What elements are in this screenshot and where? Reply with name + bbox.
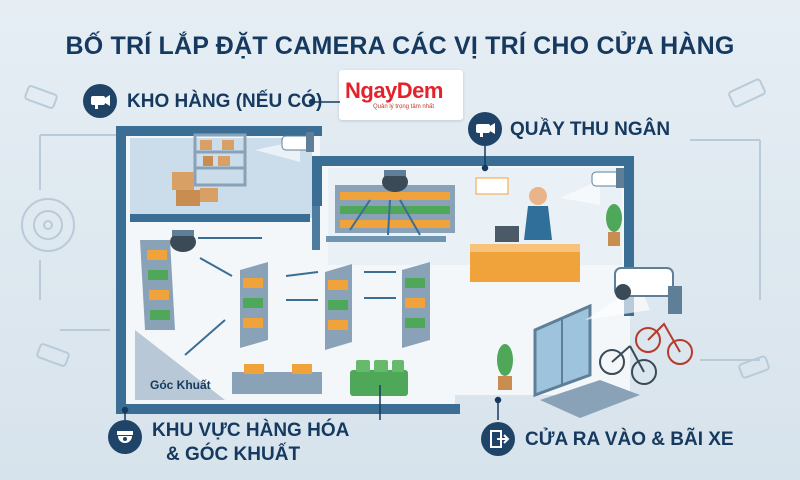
shelf-unit <box>240 262 268 348</box>
warehouse-label: KHO HÀNG (NẾU CÓ) <box>127 91 323 112</box>
dome-camera-icon <box>117 431 133 443</box>
entrance-door <box>533 303 640 418</box>
large-wall-camera <box>585 267 682 320</box>
display-counter <box>232 364 322 394</box>
warehouse-badge <box>83 84 117 118</box>
shelf-unit <box>402 262 430 348</box>
plant <box>497 344 513 390</box>
wall-camera <box>255 132 314 162</box>
camera-icon <box>91 95 110 109</box>
shelf-unit <box>335 185 455 233</box>
shelf-unit <box>140 240 175 330</box>
page-title: BỐ TRÍ LẮP ĐẶT CAMERA CÁC VỊ TRÍ CHO CỬA… <box>65 32 735 60</box>
cashier-counter <box>470 177 580 282</box>
goods-area-label-line2: & GÓC KHUẤT <box>166 444 301 465</box>
shelf-unit <box>325 264 352 350</box>
plant <box>606 204 622 246</box>
cashier-badge <box>468 112 502 146</box>
entrance-label: CỬA RA VÀO & BÃI XE <box>525 429 734 450</box>
dome-camera <box>382 170 408 192</box>
parked-bikes <box>599 322 693 385</box>
logo-tagline: Quản lý trọng tâm nhất <box>373 104 435 110</box>
goods-area-label-line1: KHU VỰC HÀNG HÓA <box>152 420 350 441</box>
cashier-label: QUẦY THU NGÂN <box>510 119 671 140</box>
warehouse-shelf <box>172 133 247 206</box>
entrance-badge <box>481 422 515 456</box>
wall-camera <box>560 168 624 205</box>
ngaydem-logo: NgayDem Quản lý trọng tâm nhất <box>339 70 463 120</box>
green-crate <box>350 360 408 396</box>
product-shelves <box>140 185 455 396</box>
logo-brand: NgayDem <box>345 78 443 103</box>
movement-arrows <box>184 199 421 356</box>
callout-lines <box>121 98 502 420</box>
camera-icon <box>476 123 495 137</box>
exit-door-icon <box>490 430 510 448</box>
dome-camera <box>170 230 196 252</box>
blind-spot-label: Góc Khuất <box>150 378 211 392</box>
store-walls <box>116 126 634 414</box>
goods-area-badge <box>108 420 142 454</box>
